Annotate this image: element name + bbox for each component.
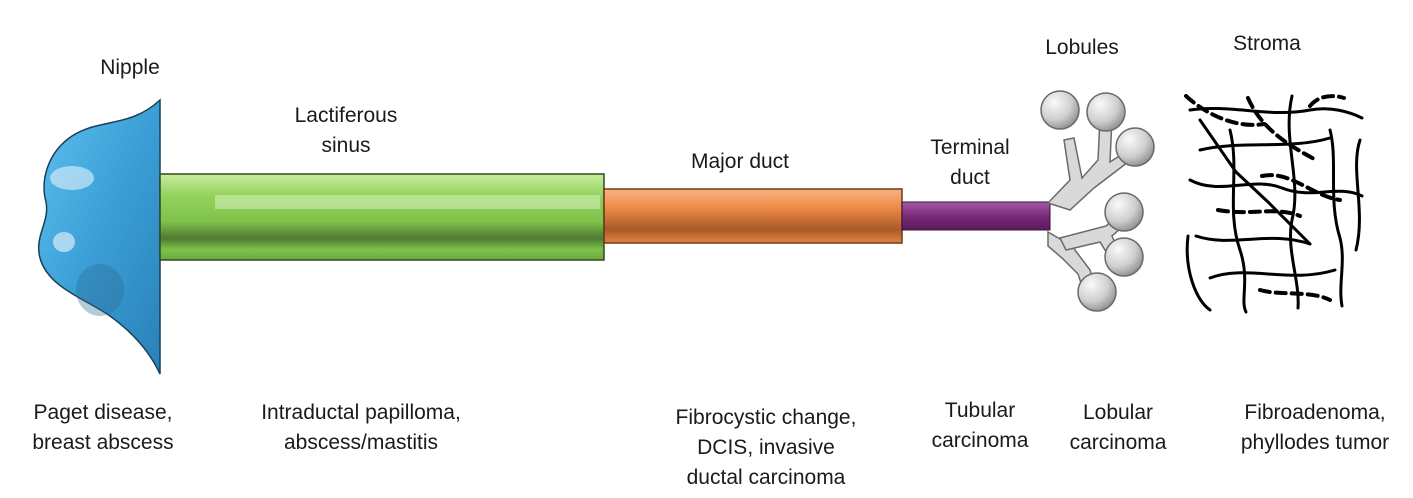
label-nipple: Nipple (100, 56, 160, 79)
lobule-acinus (1086, 92, 1126, 132)
terminal-duct-tube (901, 201, 1051, 231)
lactiferous-sinus-tube (159, 173, 605, 261)
lobule-acinus (1040, 90, 1080, 130)
label-lactiferous-sinus: Lactiferous sinus (294, 104, 398, 157)
lobule-acinus (1104, 237, 1144, 277)
label-terminal-duct: Terminal duct (930, 136, 1010, 189)
major-duct-tube (603, 188, 903, 244)
conditions-nipple: Paget disease, breast abscess (32, 401, 174, 454)
lobule-acinus (1077, 272, 1117, 312)
conditions-stroma: Fibroadenoma, phyllodes tumor (1240, 401, 1390, 454)
conditions-major-duct: Fibrocystic change, DCIS, invasive ducta… (675, 406, 857, 489)
lobule-acinus (1104, 192, 1144, 232)
stroma-fibers (1184, 94, 1364, 314)
label-stroma: Stroma (1233, 32, 1301, 55)
label-major-duct: Major duct (690, 150, 790, 173)
conditions-lobules: Lobular carcinoma (1069, 401, 1167, 454)
label-lobules: Lobules (1045, 36, 1119, 59)
lobule-acinus (1115, 127, 1155, 167)
conditions-terminal-duct: Tubular carcinoma (931, 399, 1029, 452)
conditions-lactiferous-sinus: Intraductal papilloma, abscess/mastitis (261, 401, 461, 454)
lobules-shape (1040, 90, 1155, 312)
nipple-shape (38, 98, 161, 375)
